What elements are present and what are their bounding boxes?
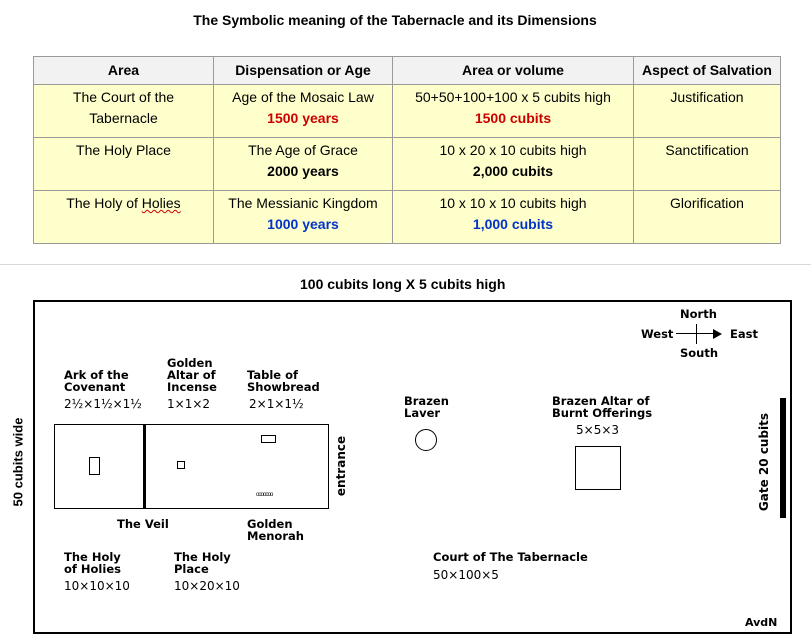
ark-label: Ark of the Covenant [64,369,129,393]
cell-area: The Holy Place [33,137,214,191]
age-years: 1500 years [267,110,339,126]
court-outline [33,300,792,634]
incense-altar-icon [177,461,185,469]
menorah-label: Golden Menorah [247,518,304,542]
cell-volume: 10 x 10 x 10 cubits high 1,000 cubits [392,190,634,244]
menorah-icon: ooooooo [256,492,273,498]
symbolism-table: Area Dispensation or Age Area or volume … [33,56,781,244]
age-years: 1000 years [267,216,339,232]
holy-place-label: The Holy Place [174,551,231,575]
compass-vertical-line [696,324,697,344]
entrance-label: entrance [334,435,348,497]
incense-dimensions: 1×1×2 [167,397,211,411]
court-label: Court of The Tabernacle [433,550,588,564]
holy-place-dimensions: 10×20×10 [174,579,240,593]
ark-icon [89,457,100,475]
gate-label: Gate 20 cubits [757,412,771,512]
table-row: The Court of the Tabernacle Age of the M… [33,84,781,138]
menorah-label-line: Menorah [247,529,304,543]
altar-label-line: Burnt Offerings [552,406,653,420]
incense-label-line: Incense [167,380,217,394]
ark-dimensions: 2½×1½×1½ [64,397,142,411]
holies-label-line: of Holies [64,562,121,576]
cell-area: The Court of the Tabernacle [33,84,214,138]
laver-label: Brazen Laver [404,395,449,419]
cell-aspect: Sanctification [633,137,781,191]
brazen-altar-icon [575,446,621,490]
table-row: The Holy of Holies The Messianic Kingdom… [33,190,781,244]
holies-dimensions: 10×10×10 [64,579,130,593]
holies-label: The Holy of Holies [64,551,121,575]
ark-label-line: Covenant [64,380,126,394]
age-name: The Messianic Kingdom [228,195,378,211]
veil-line [143,424,146,509]
cell-age: The Age of Grace 2000 years [213,137,393,191]
author-signature: AvdN [745,616,778,629]
volume-total: 1500 cubits [474,110,552,126]
showbread-label-line: Showbread [247,380,320,394]
laver-icon [415,429,437,451]
showbread-label: Table of Showbread [247,369,320,393]
laver-label-line: Laver [404,406,441,420]
compass-arrow-icon [713,329,722,339]
cell-aspect: Glorification [633,190,781,244]
cell-aspect: Justification [633,84,781,138]
header-age: Dispensation or Age [213,56,393,85]
incense-label-line: Golden [167,356,213,370]
holies-label-line: The Holy [64,550,121,564]
diagram-length-label: 100 cubits long X 5 cubits high [300,276,506,292]
court-dimensions: 50×100×5 [433,568,499,582]
spellcheck-word: Holies [141,195,181,211]
volume-total: 1,000 cubits [472,216,554,232]
altar-label-line: Brazen Altar of [552,394,650,408]
brazen-altar-label: Brazen Altar of Burnt Offerings [552,395,652,419]
compass-north: North [680,307,717,321]
showbread-dimensions: 2×1×1½ [249,397,304,411]
ark-label-line: Ark of the [64,368,129,382]
table-header-row: Area Dispensation or Age Area or volume … [33,56,781,85]
cell-volume: 50+50+100+100 x 5 cubits high 1500 cubit… [392,84,634,138]
diagram-width-label: 50 cubits wide [10,417,26,507]
showbread-label-line: Table of [247,368,299,382]
volume-formula: 10 x 10 x 10 cubits high [439,195,587,211]
header-aspect: Aspect of Salvation [633,56,781,85]
volume-formula: 10 x 20 x 10 cubits high [439,142,587,158]
compass-west: West [641,327,674,341]
volume-formula: 50+50+100+100 x 5 cubits high [415,89,611,105]
veil-label: The Veil [117,517,169,531]
brazen-altar-dimensions: 5×5×3 [576,423,620,437]
age-years: 2000 years [267,163,339,179]
laver-label-line: Brazen [404,394,449,408]
age-name: Age of the Mosaic Law [232,89,374,105]
cell-age: Age of the Mosaic Law 1500 years [213,84,393,138]
cell-volume: 10 x 20 x 10 cubits high 2,000 cubits [392,137,634,191]
section-divider [0,264,811,265]
document-title: The Symbolic meaning of the Tabernacle a… [193,12,597,28]
header-volume: Area or volume [392,56,634,85]
age-name: The Age of Grace [248,142,358,158]
holy-place-label-line: The Holy [174,550,231,564]
incense-label-line: Altar of [167,368,216,382]
holy-place-label-line: Place [174,562,209,576]
table-row: The Holy Place The Age of Grace 2000 yea… [33,137,781,191]
cell-area: The Holy of Holies [33,190,214,244]
menorah-label-line: Golden [247,517,293,531]
tabernacle-outline [54,424,329,509]
gate-bar [780,398,786,518]
incense-altar-label: Golden Altar of Incense [167,357,217,393]
compass-east: East [730,327,758,341]
volume-total: 2,000 cubits [472,163,554,179]
area-prefix: The Holy of [66,195,142,211]
cell-age: The Messianic Kingdom 1000 years [213,190,393,244]
showbread-table-icon [261,435,276,443]
header-area: Area [33,56,214,85]
compass-south: South [680,346,719,360]
